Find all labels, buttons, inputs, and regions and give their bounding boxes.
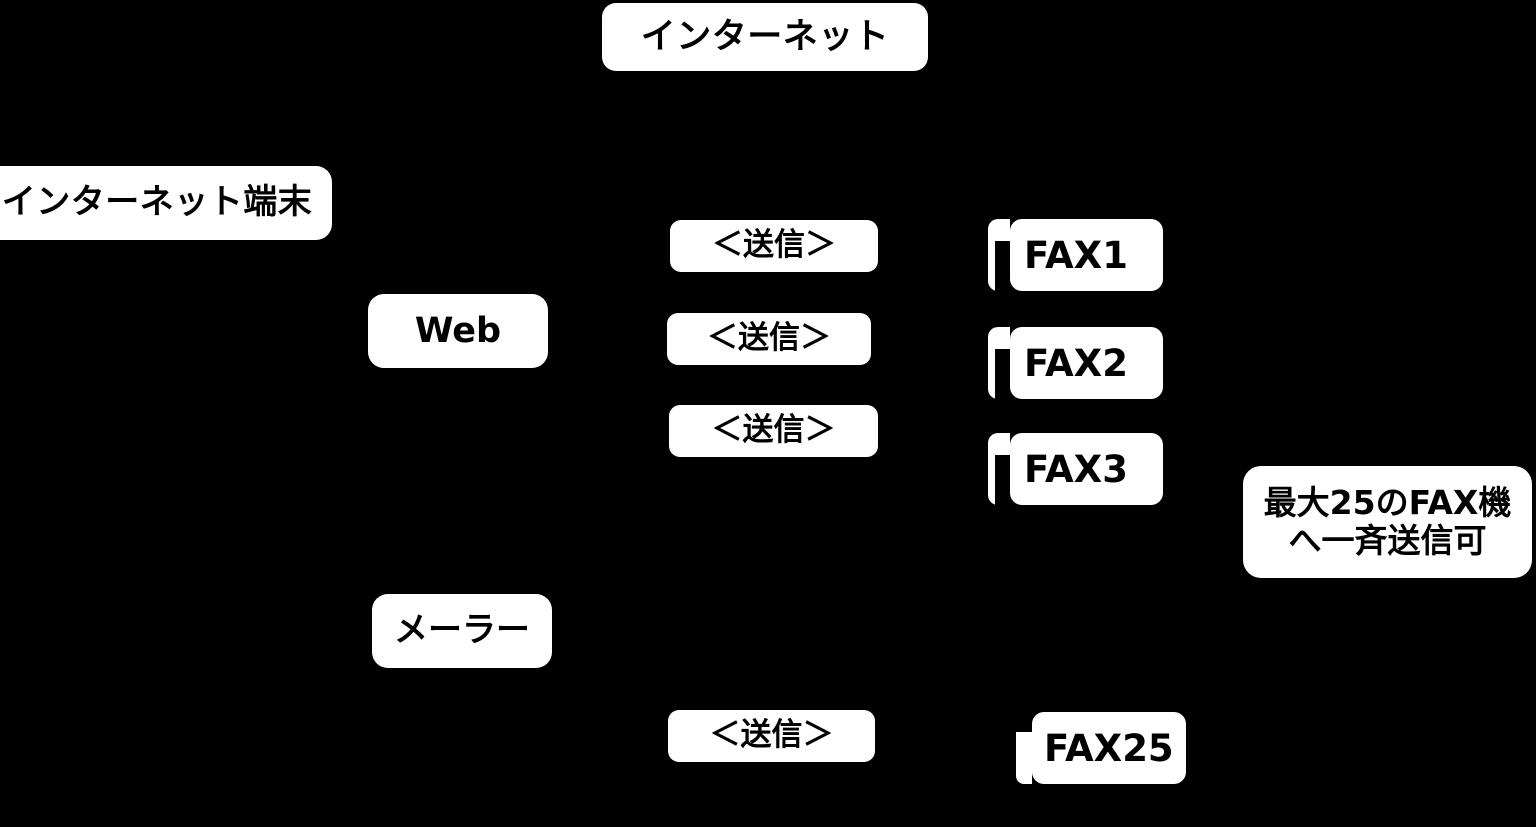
node-fax-machine-1: FAX1: [988, 219, 1163, 291]
node-send-action-1: ＜送信＞: [670, 220, 878, 272]
node-fax-machine-2: FAX2: [988, 327, 1163, 399]
node-internet: インターネット: [602, 3, 928, 71]
capacity-note-line-2: へ一斉送信可: [1288, 521, 1487, 560]
capacity-note-line-1: 最大25のFAX機: [1263, 483, 1512, 523]
node-mailer-client: メーラー: [372, 594, 552, 668]
fax-label-2: FAX2: [1010, 327, 1163, 399]
node-fax-machine-3: FAX3: [988, 433, 1163, 505]
fax-label-25: FAX25: [1032, 712, 1186, 784]
node-send-action-2: ＜送信＞: [667, 313, 871, 365]
node-web-client: Web: [368, 294, 548, 368]
node-send-action-4: ＜送信＞: [668, 710, 875, 762]
fax-notch-icon: [1016, 712, 1034, 732]
node-internet-terminal: インターネット端末: [0, 166, 332, 240]
node-capacity-note: 最大25のFAX機 へ一斉送信可: [1243, 466, 1532, 578]
fax-label-1: FAX1: [1010, 219, 1163, 291]
node-send-action-3: ＜送信＞: [669, 405, 878, 457]
node-fax-machine-25: FAX25: [1016, 712, 1186, 784]
fax-label-3: FAX3: [1010, 433, 1163, 505]
